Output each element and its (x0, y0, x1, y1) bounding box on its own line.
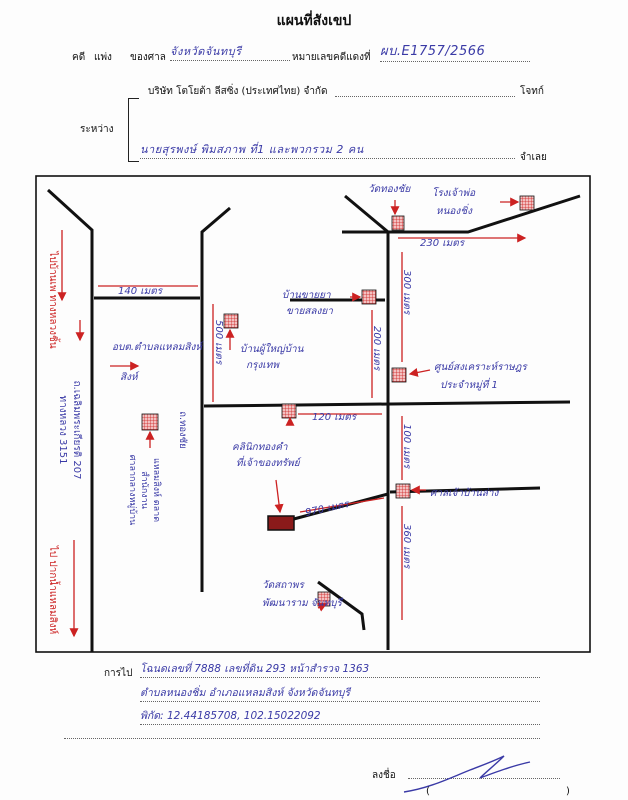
road-main-label: ถ.เฉลิมพระเกียรติ 207 (71, 381, 83, 480)
plaintiff-line (335, 96, 515, 97)
goto-label: การไป (104, 668, 133, 679)
dist-360: 360 เมตร (401, 524, 412, 570)
temple-bottom2-label: พัฒนาราม จันทบุรี (262, 597, 344, 609)
health-center-label: ศูนย์สงเคราะห์ราษฎร (434, 361, 528, 373)
shrine-label: ศาลเจ้าบ้านล่าง (430, 487, 500, 499)
between-bracket (128, 98, 139, 162)
dist-140: 140 เมตร (118, 286, 164, 297)
house2-label: กรุงเทพ (246, 360, 280, 371)
road-no-label: ทางหลวง 3151 (57, 396, 68, 465)
shop2-label: ขายสลงยา (286, 306, 333, 317)
signature-mark (403, 755, 531, 793)
market3-label: แหลมสิงห์ ตลาด (151, 458, 163, 522)
red-no-label: หมายเลขคดีแดงที่ (292, 52, 371, 63)
clinic-label: คลินิกทองคำ (232, 441, 288, 453)
civil-label: แพ่ง (94, 52, 112, 63)
goto-line4 (64, 738, 540, 739)
road-side-label: ถ.ทองชัย (177, 411, 188, 448)
shop-label: บ้านขายยา (282, 289, 331, 301)
buildings (141, 195, 535, 607)
court-label: ของศาล (130, 52, 166, 63)
road-left-top-label: ไปบ้านเพ ทางหลวงชิ้น (47, 250, 61, 348)
defendant-label: จำเลย (520, 152, 547, 163)
market2-label: สำนักงาน (139, 471, 150, 509)
map-frame (35, 175, 591, 653)
dimension-lines (57, 197, 527, 638)
goto-line2: ตำบลหนองชิ่ม อำเภอแหลมสิงห์ จังหวัดจันทบ… (140, 684, 540, 702)
paren-open: ( (426, 786, 430, 797)
dist-120: 120 เมตร (312, 412, 358, 423)
roads (46, 188, 581, 652)
goto-line3: พิกัด: 12.44185708, 102.15022092 (140, 707, 540, 725)
temple-top-label: วัดทองชัย (368, 184, 411, 195)
dist-500: 500 เมตร (213, 320, 224, 366)
clinic2-label: ที่เจ้าของทรัพย์ (236, 455, 302, 469)
factory-label: โรงเจ้าพ่อ (432, 187, 476, 199)
house-label: บ้านผู้ใหญ่บ้าน (240, 343, 305, 355)
health-center2-label: ประจำหมู่ที่ 1 (440, 377, 498, 391)
red-no-value: ผบ.E1757/2566 (380, 40, 530, 62)
plaintiff-label: โจทก์ (520, 86, 544, 97)
market-label: ศาลากลางหมู่บ้าน (127, 455, 138, 526)
between-label: ระหว่าง (80, 124, 114, 135)
court-value: จังหวัดจันทบุรี (170, 42, 290, 61)
dist-100: 100 เมตร (401, 424, 412, 470)
defendant-value: นายสุรพงษ์ พิมสภาพ ที่1 และพวกรวม 2 คน (140, 140, 515, 159)
subdistrict-label: อบต.ตำบลแหลมสิงห์ (112, 341, 204, 353)
case-label: คดี (72, 52, 86, 63)
page-title: แผนที่สังเขป (276, 13, 352, 29)
goto-line1: โฉนดเลขที่ 7888 เลขที่ดิน 293 หน้าสำรวจ … (140, 660, 540, 678)
temple-bottom-label: วัดสถาพร (262, 580, 305, 591)
dist-970: 970 เมตร (304, 499, 351, 519)
dist-230: 230 เมตร (420, 238, 466, 249)
property-marker (267, 515, 295, 531)
paren-close: ) (566, 786, 570, 797)
dist-300: 300 เมตร (401, 270, 412, 316)
sign-label: ลงชื่อ (372, 770, 396, 781)
plaintiff-value: บริษัท โตโยต้า ลีสซิ่ง (ประเทศไทย) จำกัด (148, 86, 328, 97)
road-left-bottom-label: ไป ปากน้ำแหลมสิงห์ (47, 545, 61, 634)
factory2-label: หนองชิ่ง (436, 203, 473, 217)
sign-line (408, 778, 560, 779)
dist-200: 200 เมตร (371, 326, 382, 372)
subdistrict2-label: สิงห์ (120, 371, 140, 383)
